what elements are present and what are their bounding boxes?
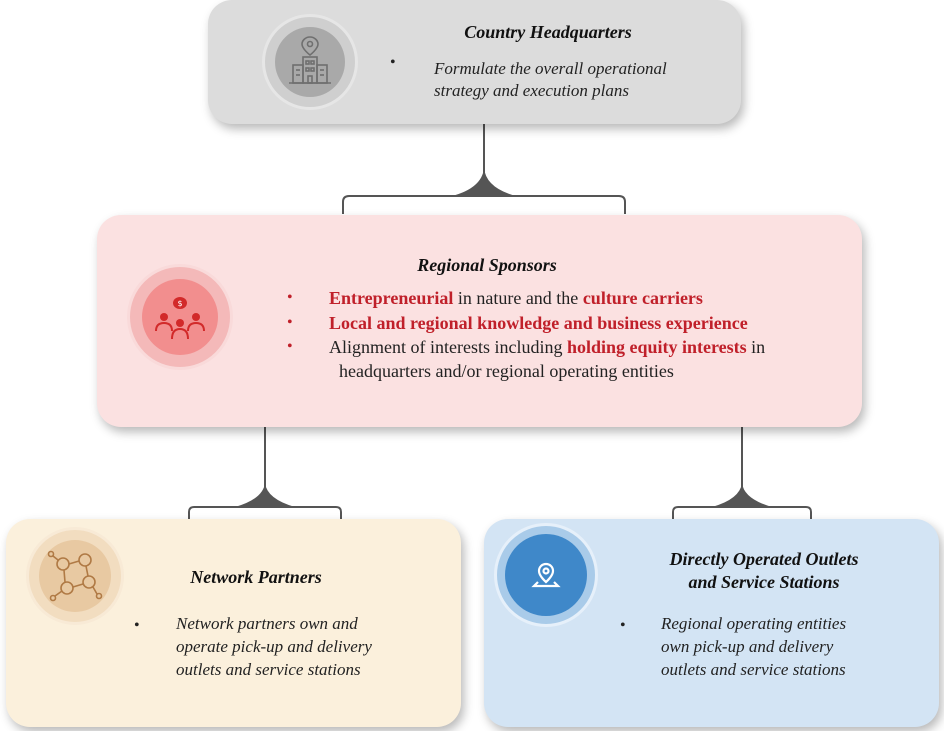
- regional-sponsors-title: Regional Sponsors: [417, 255, 557, 275]
- direct-outlets-title-line1: Directly Operated Outlets: [669, 549, 859, 569]
- headquarters-text-line1: Formulate the overall operational: [434, 59, 667, 78]
- direct-outlets-icon-circle: [494, 523, 598, 627]
- headquarters-box: Country Headquarters • Formulate the ove…: [208, 0, 741, 124]
- network-partners-box: Network Partners • Network partners own …: [6, 519, 461, 727]
- direct-outlets-bullet: •: [620, 617, 626, 634]
- direct-outlets-text-line1: Regional operating entities: [661, 614, 847, 633]
- regional-sponsors-item-3-line2: headquarters and/or regional operating e…: [339, 361, 674, 381]
- building-location-icon: [275, 27, 345, 97]
- direct-outlets-text-line2: own pick-up and delivery: [661, 637, 834, 656]
- people-group-icon: $: [142, 279, 218, 355]
- regional-sponsors-item-3: Alignment of interests including holding…: [329, 337, 766, 357]
- direct-outlets-title-line2: and Service Stations: [688, 572, 840, 592]
- headquarters-icon-circle: [262, 14, 358, 110]
- network-partners-text-line3: outlets and service stations: [176, 660, 361, 679]
- regional-sponsors-item-1: Entrepreneurial in nature and the cultur…: [329, 288, 703, 308]
- map-pin-icon: [505, 534, 587, 616]
- network-partners-title: Network Partners: [190, 567, 322, 587]
- regional-sponsors-icon-circle: $: [127, 264, 233, 370]
- network-partners-bullet: •: [134, 617, 140, 634]
- network-people-icon: [39, 540, 111, 612]
- svg-text:$: $: [177, 299, 182, 308]
- headquarters-bullet: •: [390, 54, 396, 71]
- headquarters-title: Country Headquarters: [464, 22, 632, 42]
- regional-sponsors-item-2: Local and regional knowledge and busines…: [329, 313, 748, 333]
- direct-outlets-box: Directly Operated Outlets and Service St…: [484, 519, 939, 727]
- direct-outlets-text-line3: outlets and service stations: [661, 660, 846, 679]
- regional-sponsors-bullet-2: •: [287, 314, 293, 331]
- regional-sponsors-bullet-1: •: [287, 289, 293, 306]
- network-partners-text-line1: Network partners own and: [176, 614, 358, 633]
- regional-sponsors-box: $ Regional Sponsors • Entrepreneurial in…: [97, 215, 862, 427]
- regional-sponsors-bullet-3: •: [287, 338, 293, 355]
- headquarters-text-line2: strategy and execution plans: [434, 81, 629, 100]
- network-partners-text-line2: operate pick-up and delivery: [176, 637, 372, 656]
- network-partners-icon-circle: [26, 527, 124, 625]
